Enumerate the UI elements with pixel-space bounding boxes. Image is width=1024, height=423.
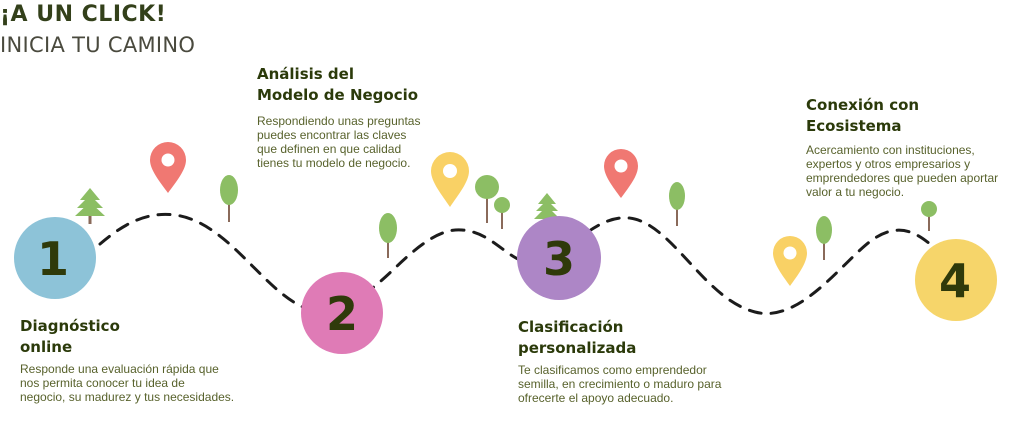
location-pin-icon xyxy=(773,236,807,286)
step-2-description: Respondiendo unas preguntas puedes encon… xyxy=(257,114,421,170)
round-tree-icon xyxy=(494,197,510,229)
step-2-title: Análisis del Modelo de Negocio xyxy=(257,65,419,104)
step-1-number: 1 xyxy=(37,232,69,286)
round-tree-icon xyxy=(379,213,397,258)
step-2-number: 2 xyxy=(326,287,358,341)
subheadline: INICIA TU CAMINO xyxy=(0,33,196,57)
round-tree-icon xyxy=(475,175,499,223)
step-3-circle: 3 xyxy=(517,216,601,300)
pine-tree-icon xyxy=(534,193,560,225)
step-4-title: Conexión con Ecosistema xyxy=(806,96,920,135)
step-3-number: 3 xyxy=(543,232,575,286)
step-4-circle: 4 xyxy=(915,239,997,321)
round-tree-icon xyxy=(220,175,238,222)
step-4-description: Acercamiento con instituciones, expertos… xyxy=(806,143,999,199)
step-3-description: Te clasificamos como emprendedor semilla… xyxy=(518,363,722,405)
step-2-circle: 2 xyxy=(301,272,383,354)
location-pin-icon xyxy=(604,149,638,198)
step-4-number: 4 xyxy=(939,254,971,308)
step-1-description: Responde una evaluación rápida que nos p… xyxy=(20,362,235,404)
round-tree-icon xyxy=(816,216,832,260)
location-pin-icon xyxy=(431,152,469,207)
journey-path xyxy=(98,212,932,316)
pine-tree-icon xyxy=(75,188,105,224)
round-tree-icon xyxy=(669,182,685,226)
location-pin-icon xyxy=(150,142,186,193)
round-tree-icon xyxy=(921,201,937,231)
step-3-title: Clasificación personalizada xyxy=(518,318,637,357)
step-1-title: Diagnóstico online xyxy=(20,317,120,356)
step-1-circle: 1 xyxy=(14,217,96,299)
headline: ¡A UN CLICK! xyxy=(0,2,167,27)
